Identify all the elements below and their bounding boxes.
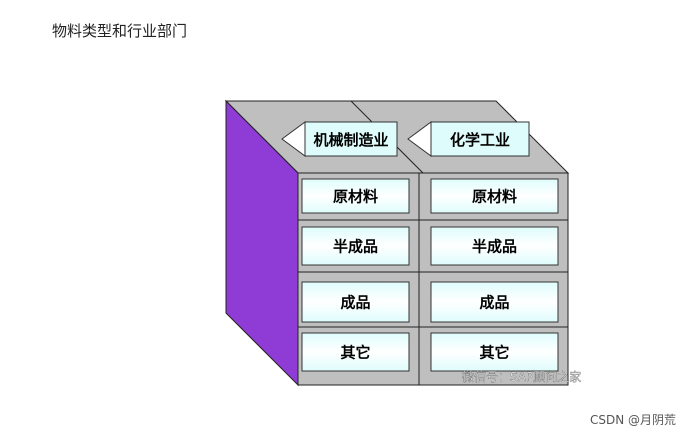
material-cell: 成品 (430, 281, 559, 323)
material-cell-label: 其它 (340, 344, 370, 362)
material-cell-label: 其它 (479, 344, 509, 362)
page-title: 物料类型和行业部门 (52, 22, 188, 40)
material-cell: 原材料 (430, 178, 559, 214)
material-cell-label: 半成品 (333, 238, 378, 256)
material-cell-label: 原材料 (333, 188, 378, 206)
material-cell: 其它 (301, 332, 410, 372)
industry-label-chemical: 化学工业 (407, 121, 530, 157)
material-cell: 其它 (430, 332, 559, 372)
material-cell: 原材料 (301, 178, 410, 214)
industry-label-text: 机械制造业 (313, 131, 388, 149)
material-cell: 成品 (301, 281, 410, 323)
material-cell-label: 原材料 (472, 188, 517, 206)
industry-label-mechanical: 机械制造业 (281, 121, 398, 157)
material-cell-label: 半成品 (472, 238, 517, 256)
material-cell-label: 成品 (479, 294, 509, 312)
watermark: 微信号：SAP顾问之家 (462, 369, 581, 384)
material-cell: 半成品 (301, 226, 410, 266)
material-cell: 半成品 (430, 226, 559, 266)
material-cell-label: 成品 (340, 294, 370, 312)
footer-credit: CSDN @月阴荒 (589, 413, 676, 427)
industry-label-text: 化学工业 (450, 131, 510, 149)
